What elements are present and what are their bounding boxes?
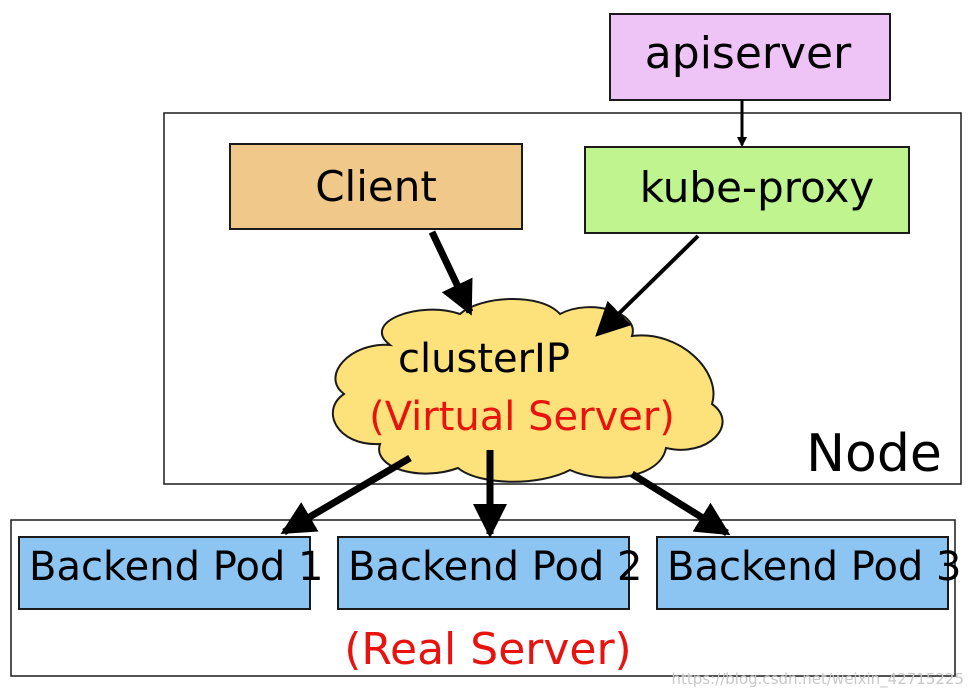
node-group-label: Node bbox=[806, 424, 942, 484]
cluster-ip-cloud bbox=[332, 297, 724, 483]
watermark: https://blog.csdn.net/weixin_42715225 bbox=[671, 670, 964, 689]
backend-pod-2-label: Backend Pod 2 bbox=[348, 544, 642, 590]
backend-pod-3-label: Backend Pod 3 bbox=[667, 544, 961, 590]
edge-cluster-ip-to-backend-pod-1 bbox=[280, 454, 412, 536]
client-label: Client bbox=[315, 162, 437, 211]
backend-pod-1-box bbox=[18, 536, 311, 610]
edge-cluster-ip-to-backend-pod-3 bbox=[630, 471, 731, 536]
edge-client-to-cluster-ip bbox=[428, 230, 474, 316]
backend-pod-2-box bbox=[337, 536, 630, 610]
edge-kube-proxy-to-cluster-ip bbox=[595, 234, 700, 337]
backend-pod-3-box bbox=[656, 536, 949, 610]
kube-proxy-label: kube-proxy bbox=[640, 163, 874, 212]
cluster-ip-label: clusterIP bbox=[398, 336, 570, 382]
apiserver-box bbox=[609, 13, 891, 101]
client-box bbox=[229, 143, 523, 230]
cluster-ip-sublabel: (Virtual Server) bbox=[369, 394, 675, 440]
real-server-label: (Real Server) bbox=[344, 624, 631, 675]
kube-proxy-box bbox=[584, 146, 910, 234]
backend-pod-1-label: Backend Pod 1 bbox=[29, 544, 323, 590]
apiserver-label: apiserver bbox=[645, 28, 852, 79]
